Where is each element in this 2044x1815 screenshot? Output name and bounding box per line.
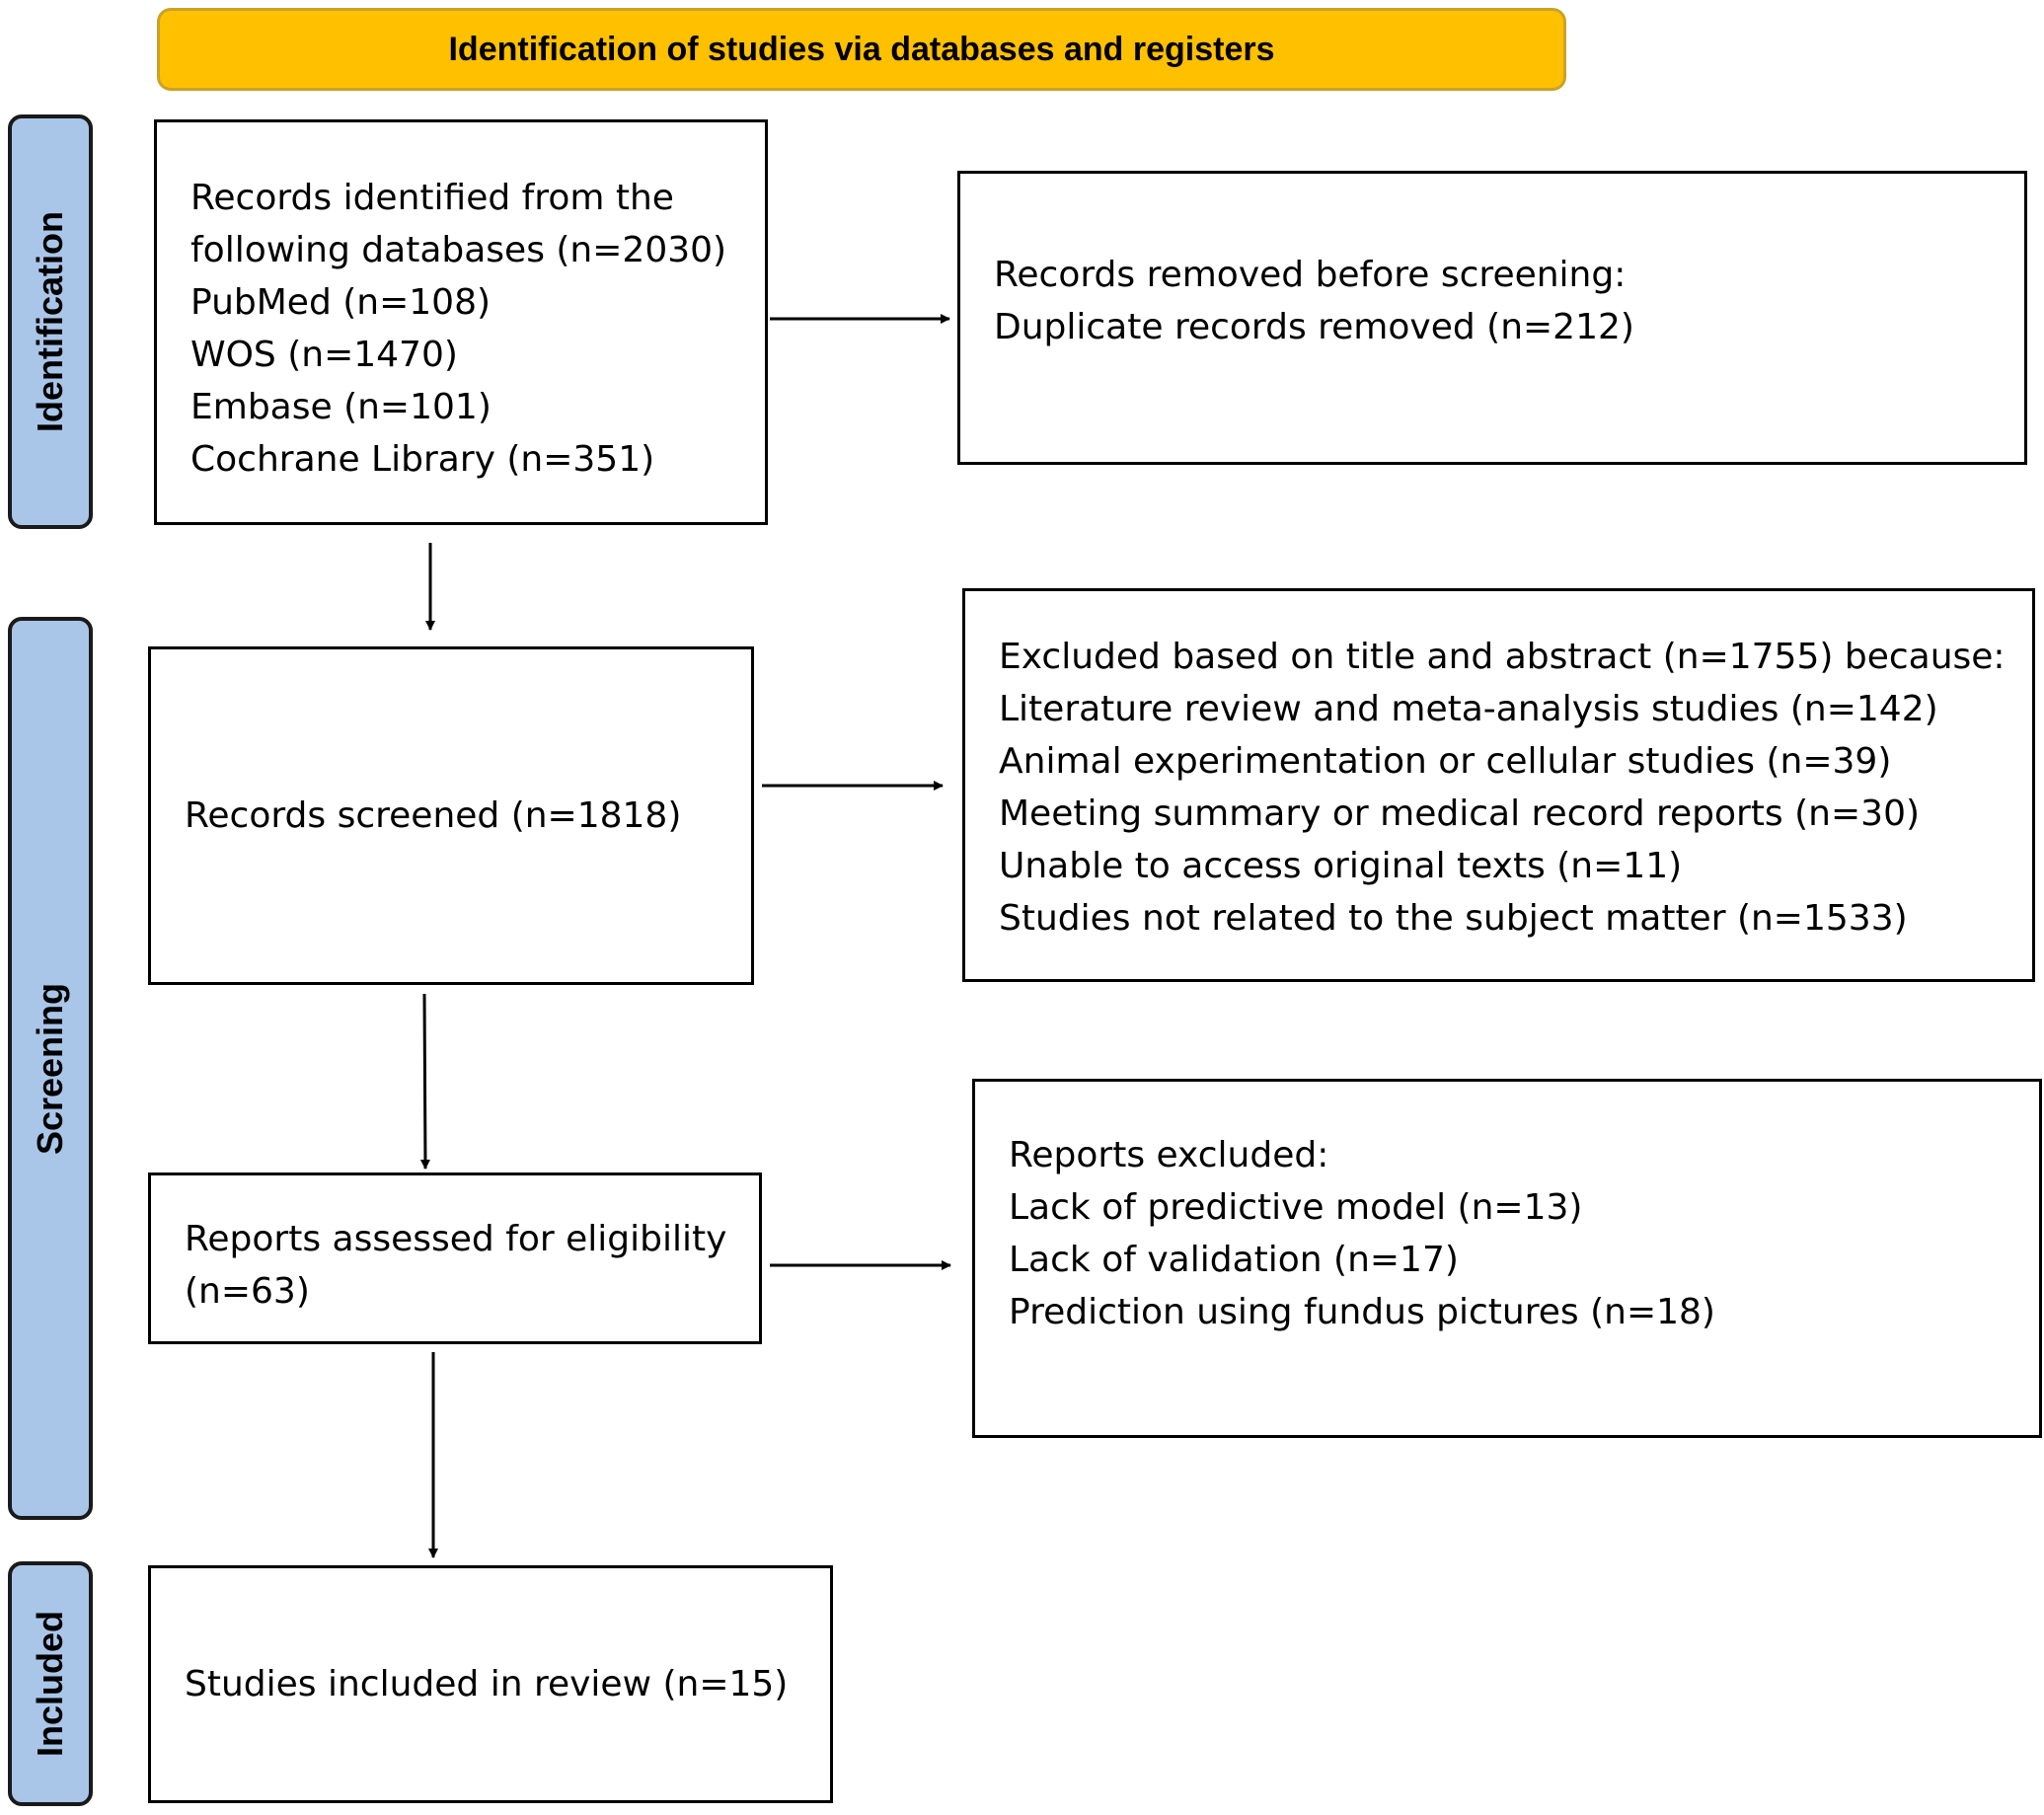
box-line: Prediction using fundus pictures (n=18) (1009, 1292, 1715, 1332)
box-line: Studies included in review (n=15) (185, 1664, 789, 1704)
arrow-screened-to-assessed (419, 993, 430, 1170)
box-line: Records removed before screening: (994, 255, 1627, 295)
box-line: Lack of validation (n=17) (1009, 1240, 1459, 1280)
reports-assessed-box: Reports assessed for eligibility (n=63) (148, 1172, 762, 1344)
records-screened-box: Records screened (n=1818) (148, 646, 754, 985)
box-line: Lack of predictive model (n=13) (1009, 1187, 1583, 1228)
phase-screening: Screening (8, 617, 93, 1520)
box-line: Duplicate records removed (n=212) (994, 307, 1634, 347)
phase-identification: Identification (8, 114, 93, 529)
box-line: following databases (n=2030) (190, 230, 727, 270)
box-line: Reports excluded: (1009, 1135, 1329, 1175)
box-line: Literature review and meta-analysis stud… (999, 689, 1938, 729)
records-removed-box: Records removed before screening: Duplic… (957, 171, 2027, 465)
box-line: Excluded based on title and abstract (n=… (999, 637, 2006, 677)
box-line: Cochrane Library (n=351) (190, 439, 655, 480)
box-line: Animal experimentation or cellular studi… (999, 741, 1892, 782)
header-title: Identification of studies via databases … (448, 30, 1275, 68)
box-line: Reports assessed for eligibility (185, 1219, 727, 1259)
box-line: (n=63) (185, 1271, 310, 1312)
reports-excluded-box: Reports excluded: Lack of predictive mod… (972, 1079, 2042, 1438)
header-banner: Identification of studies via databases … (157, 8, 1566, 91)
box-line: Records screened (n=1818) (185, 795, 682, 836)
box-line: WOS (n=1470) (190, 335, 458, 375)
excluded-title-abstract-box: Excluded based on title and abstract (n=… (962, 588, 2035, 982)
phase-included: Included (8, 1561, 93, 1806)
box-line: Records identified from the (190, 178, 674, 218)
records-identified-box: Records identified from the following da… (154, 119, 768, 525)
box-line: Meeting summary or medical record report… (999, 794, 1921, 834)
box-line: Studies not related to the subject matte… (999, 898, 1908, 939)
box-line: Embase (n=101) (190, 387, 492, 427)
box-line: PubMed (n=108) (190, 282, 492, 323)
box-line: Unable to access original texts (n=11) (999, 846, 1683, 886)
studies-included-box: Studies included in review (n=15) (148, 1565, 833, 1803)
